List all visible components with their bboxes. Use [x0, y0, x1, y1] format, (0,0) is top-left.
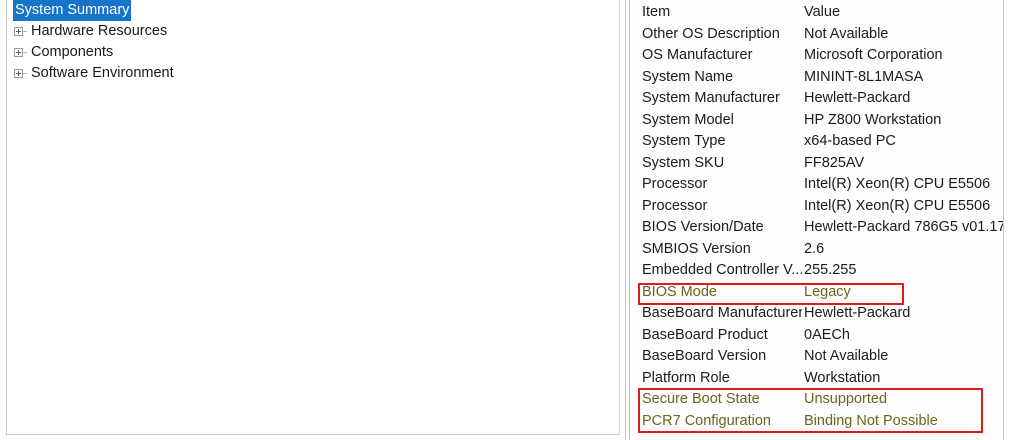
- detail-item-value: 2.6: [804, 240, 825, 257]
- tree-node-system-summary[interactable]: System Summary: [7, 0, 619, 21]
- detail-item-label: BIOS Mode: [642, 283, 717, 300]
- detail-item-value: Hewlett-Packard: [804, 90, 911, 106]
- detail-item-label: Processor: [642, 176, 708, 192]
- detail-item-label: Embedded Controller V...: [642, 262, 802, 278]
- tree-node-label: Components: [31, 44, 114, 60]
- detail-item-label: OS Manufacturer: [642, 47, 753, 63]
- detail-item-label: BIOS Version/Date: [642, 219, 764, 235]
- detail-item-value: Intel(R) Xeon(R) CPU E5506: [804, 176, 991, 192]
- detail-item-label: System SKU: [642, 154, 725, 171]
- detail-item-label: Platform Role: [642, 369, 730, 386]
- tree-connector-line: [23, 52, 27, 53]
- tree-node-hardware-resources[interactable]: Hardware Resources: [7, 21, 619, 42]
- details-row[interactable]: BaseBoard Version Not Available: [632, 346, 1003, 368]
- expand-plus-icon[interactable]: [14, 48, 23, 57]
- column-header-item: Item: [642, 4, 671, 20]
- details-row[interactable]: PCR7 Configuration Binding Not Possible: [632, 411, 1003, 433]
- detail-item-label: BaseBoard Manufacturer: [642, 305, 802, 321]
- detail-item-value: FF825AV: [804, 154, 865, 171]
- splitter-line-left: [625, 0, 626, 440]
- detail-item-label: PCR7 Configuration: [642, 412, 771, 429]
- details-row[interactable]: System Name MININT-8L1MASA: [632, 67, 1003, 89]
- detail-item-value: Intel(R) Xeon(R) CPU E5506: [804, 197, 991, 214]
- details-row[interactable]: Processor Intel(R) Xeon(R) CPU E5506: [632, 196, 1003, 218]
- detail-item-value: Legacy: [804, 283, 851, 300]
- detail-item-value: x64-based PC: [804, 133, 896, 149]
- details-row[interactable]: System Model HP Z800 Workstation: [632, 110, 1003, 132]
- details-row[interactable]: Embedded Controller V...255.255: [632, 260, 1003, 282]
- detail-item-value: Microsoft Corporation: [804, 47, 943, 63]
- tree-node-label: Software Environment: [31, 65, 174, 81]
- tree-connector-line: [23, 73, 27, 74]
- details-row[interactable]: Other OS Description Not Available: [632, 24, 1003, 46]
- tree-connector-line: [23, 31, 27, 32]
- detail-item-label: Secure Boot State: [642, 391, 760, 407]
- tree-node-software-environment[interactable]: Software Environment: [7, 63, 619, 84]
- column-header-value: Value: [804, 4, 841, 20]
- details-row[interactable]: BaseBoard Product 0AECh: [632, 325, 1003, 347]
- pane-splitter[interactable]: [623, 0, 632, 440]
- expand-plus-icon[interactable]: [14, 27, 23, 36]
- detail-item-value: MININT-8L1MASA: [804, 68, 924, 85]
- detail-item-value: Hewlett-Packard: [804, 305, 911, 321]
- detail-item-value: 0AECh: [804, 326, 850, 343]
- details-row[interactable]: System Type x64-based PC: [632, 131, 1003, 153]
- detail-item-label: BaseBoard Version: [642, 348, 767, 364]
- expand-plus-icon[interactable]: [14, 69, 23, 78]
- detail-item-value: HP Z800 Workstation: [804, 111, 942, 128]
- tree-node-label: Hardware Resources: [31, 23, 168, 39]
- details-row[interactable]: BIOS Mode Legacy: [632, 282, 1003, 304]
- splitter-line-right: [629, 0, 630, 440]
- detail-item-label: System Model: [642, 111, 734, 128]
- details-row[interactable]: System Manufacturer Hewlett-Packard: [632, 88, 1003, 110]
- detail-item-label: SMBIOS Version: [642, 240, 751, 257]
- details-row[interactable]: Processor Intel(R) Xeon(R) CPU E5506: [632, 174, 1003, 196]
- detail-item-label: BaseBoard Product: [642, 326, 768, 343]
- details-row[interactable]: BIOS Version/Date Hewlett-Packard 786G5 v…: [632, 217, 1004, 239]
- detail-item-label: Other OS Description: [642, 25, 780, 42]
- detail-item-label: System Type: [642, 133, 726, 149]
- detail-item-value: Unsupported: [804, 391, 888, 407]
- details-column-header-row[interactable]: Item Value: [632, 2, 1003, 24]
- detail-item-label: Processor: [642, 197, 708, 214]
- detail-item-value: Hewlett-Packard 786G5 v01.17, 8/: [804, 219, 1004, 235]
- details-row[interactable]: Platform Role Workstation: [632, 368, 1003, 390]
- detail-item-value: 255.255: [804, 262, 857, 278]
- details-row[interactable]: System SKU FF825AV: [632, 153, 1003, 175]
- detail-item-value: Workstation: [804, 369, 881, 386]
- detail-item-label: System Name: [642, 68, 734, 85]
- detail-item-value: Not Available: [804, 348, 889, 364]
- details-row[interactable]: OS Manufacturer Microsoft Corporation: [632, 45, 1003, 67]
- details-row[interactable]: Secure Boot State Unsupported: [632, 389, 1003, 411]
- tree-node-label: System Summary: [13, 0, 132, 21]
- tree-node-components[interactable]: Components: [7, 42, 619, 63]
- detail-item-value: Binding Not Possible: [804, 412, 938, 429]
- detail-item-value: Not Available: [804, 25, 889, 42]
- details-row[interactable]: SMBIOS Version 2.6: [632, 239, 1003, 261]
- detail-item-label: System Manufacturer: [642, 90, 780, 106]
